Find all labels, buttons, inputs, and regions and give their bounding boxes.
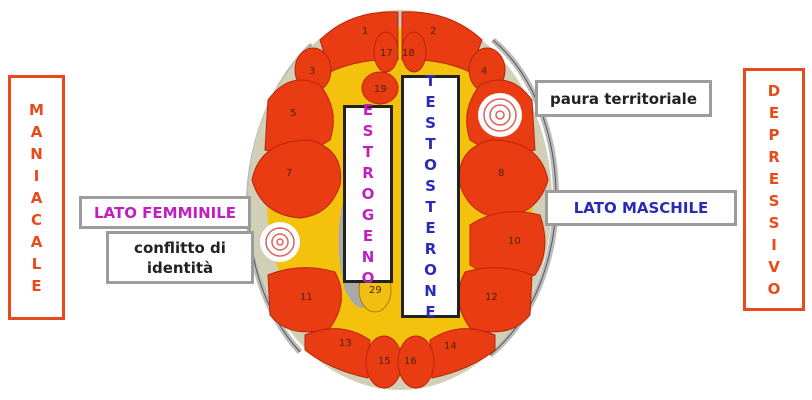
letter: O (767, 279, 781, 298)
target-mark-right (478, 93, 522, 137)
region-number: 18 (402, 48, 415, 59)
lobe-14 (429, 328, 496, 379)
lobe-7 (251, 139, 342, 219)
letter: S (425, 176, 436, 195)
region-number: 12 (485, 292, 498, 303)
letter: S (425, 113, 436, 132)
letter: I (771, 235, 777, 254)
letter: A (30, 188, 43, 207)
letter: O (424, 155, 437, 174)
lobe-16 (397, 335, 435, 389)
region-number: 2 (430, 26, 436, 37)
maniacale-box: M A N I A C A L E (8, 75, 65, 320)
lato-femminile-label: LATO FEMMINILE (79, 196, 251, 229)
depressivo-box: D E P R E S S I V O (743, 68, 805, 311)
estrogeno-box: E S T R O G E N O (343, 101, 393, 287)
paura-territoriale-label: paura territoriale (535, 80, 712, 117)
region-number: 1 (362, 26, 368, 37)
region-number: 4 (481, 66, 487, 77)
region-number: 15 (378, 356, 391, 367)
region-number: 3 (309, 66, 315, 77)
region-number: 10 (508, 236, 521, 247)
lobe-11 (267, 267, 342, 333)
letter: A (30, 232, 43, 251)
letter: I (33, 166, 40, 185)
letter: D (767, 81, 781, 100)
lobe-13 (304, 328, 371, 379)
region-number: 29 (369, 285, 382, 296)
letter: E (362, 100, 374, 119)
region-number: 16 (404, 356, 417, 367)
letter: L (31, 254, 42, 273)
letter: M (29, 100, 44, 119)
letter: E (425, 92, 436, 111)
letter: S (362, 121, 374, 140)
letter: N (30, 144, 43, 163)
testosterone-box: T E S T O S T E R O N E (401, 72, 460, 321)
letter: E (31, 276, 42, 295)
letter: E (425, 302, 436, 321)
letter: E (425, 218, 436, 237)
letter: T (425, 71, 436, 90)
letter: R (362, 163, 374, 182)
letter: A (30, 122, 43, 141)
letter: T (425, 134, 436, 153)
lobe-18 (401, 31, 427, 73)
letter: O (424, 260, 437, 279)
letter: C (30, 210, 42, 229)
conflitto-identita-label: conflitto di identità (106, 231, 254, 284)
region-number: 19 (374, 84, 387, 95)
letter: N (361, 247, 375, 266)
letter: T (425, 197, 436, 216)
letter: E (362, 226, 374, 245)
letter: E (768, 169, 780, 188)
letter: T (362, 142, 374, 161)
letter: N (424, 281, 437, 300)
letter: V (768, 257, 780, 276)
region-number: 11 (300, 292, 313, 303)
brain-lobes (251, 11, 549, 389)
region-number: 8 (498, 168, 504, 179)
letter: R (768, 147, 780, 166)
lobe-17 (373, 31, 399, 73)
letter: P (768, 125, 780, 144)
lobe-19 (361, 71, 399, 105)
region-number: 5 (290, 108, 296, 119)
region-number: 17 (380, 48, 393, 59)
letter: S (768, 213, 780, 232)
letter: O (361, 184, 375, 203)
letter: R (424, 239, 437, 258)
letter: E (768, 103, 780, 122)
target-mark-left (260, 222, 300, 262)
lato-maschile-label: LATO MASCHILE (545, 190, 737, 226)
letter: G (361, 205, 375, 224)
region-number: 7 (286, 168, 292, 179)
region-number: 14 (444, 341, 457, 352)
letter: S (768, 191, 780, 210)
region-number: 13 (339, 338, 352, 349)
letter: O (361, 268, 375, 287)
